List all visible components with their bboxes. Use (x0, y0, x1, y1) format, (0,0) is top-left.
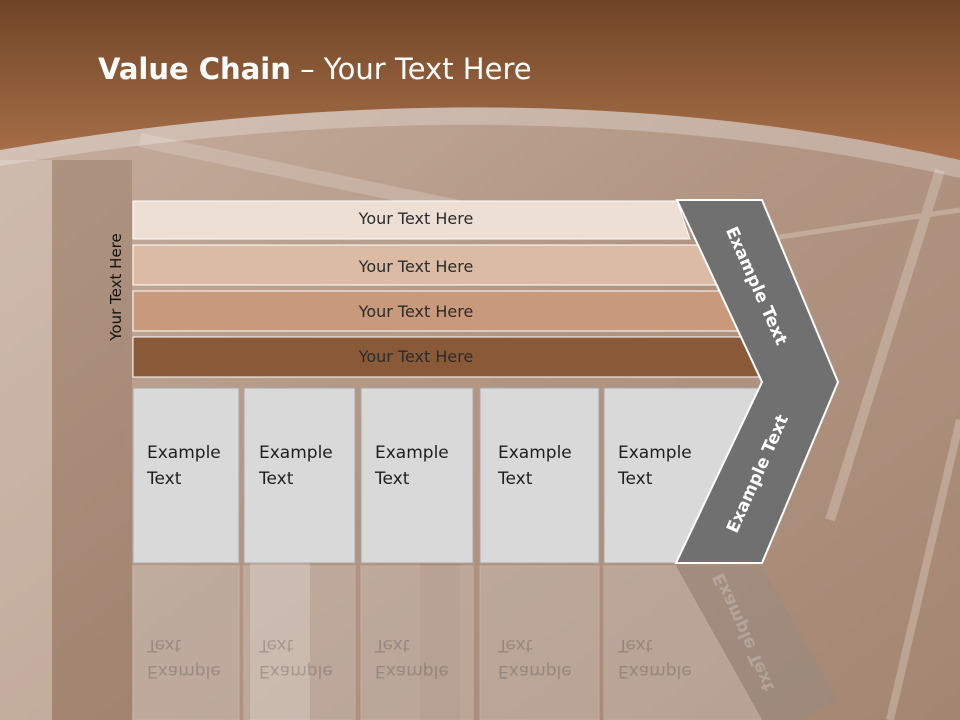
band-4-label: Your Text Here (358, 347, 474, 366)
box-1 (132, 387, 240, 564)
title-rest: – Your Text Here (290, 52, 532, 86)
box-5-line2: Text (618, 469, 653, 489)
band-1 (132, 200, 691, 240)
band-2-label: Your Text Here (358, 257, 474, 276)
box-3-line1: Example (375, 443, 449, 463)
box-4-line2: Text (498, 469, 533, 489)
box-4-line1: Example (498, 443, 572, 463)
chevron-arrow (674, 199, 840, 564)
reflection (132, 565, 838, 720)
box-5-label: Example Text (618, 440, 718, 492)
band-1-label: Your Text Here (358, 209, 474, 228)
box-2-line1: Example (259, 443, 333, 463)
box-3 (360, 387, 474, 564)
box-5-line1: Example (618, 443, 692, 463)
header-band (0, 0, 960, 160)
box-2-label: Example Text (259, 440, 359, 492)
box-4-label: Example Text (498, 440, 598, 492)
box-2-line2: Text (259, 469, 294, 489)
box-3-line2: Text (375, 469, 410, 489)
slide-title: Value Chain – Your Text Here (98, 52, 532, 86)
title-bold: Value Chain (98, 52, 291, 86)
box-3-label: Example Text (375, 440, 475, 492)
band-3-label: Your Text Here (358, 302, 474, 321)
box-1-label: Example Text (147, 440, 247, 492)
box-4 (479, 387, 600, 564)
box-1-line1: Example (147, 443, 221, 463)
box-1-line2: Text (147, 469, 182, 489)
box-2 (243, 387, 356, 564)
